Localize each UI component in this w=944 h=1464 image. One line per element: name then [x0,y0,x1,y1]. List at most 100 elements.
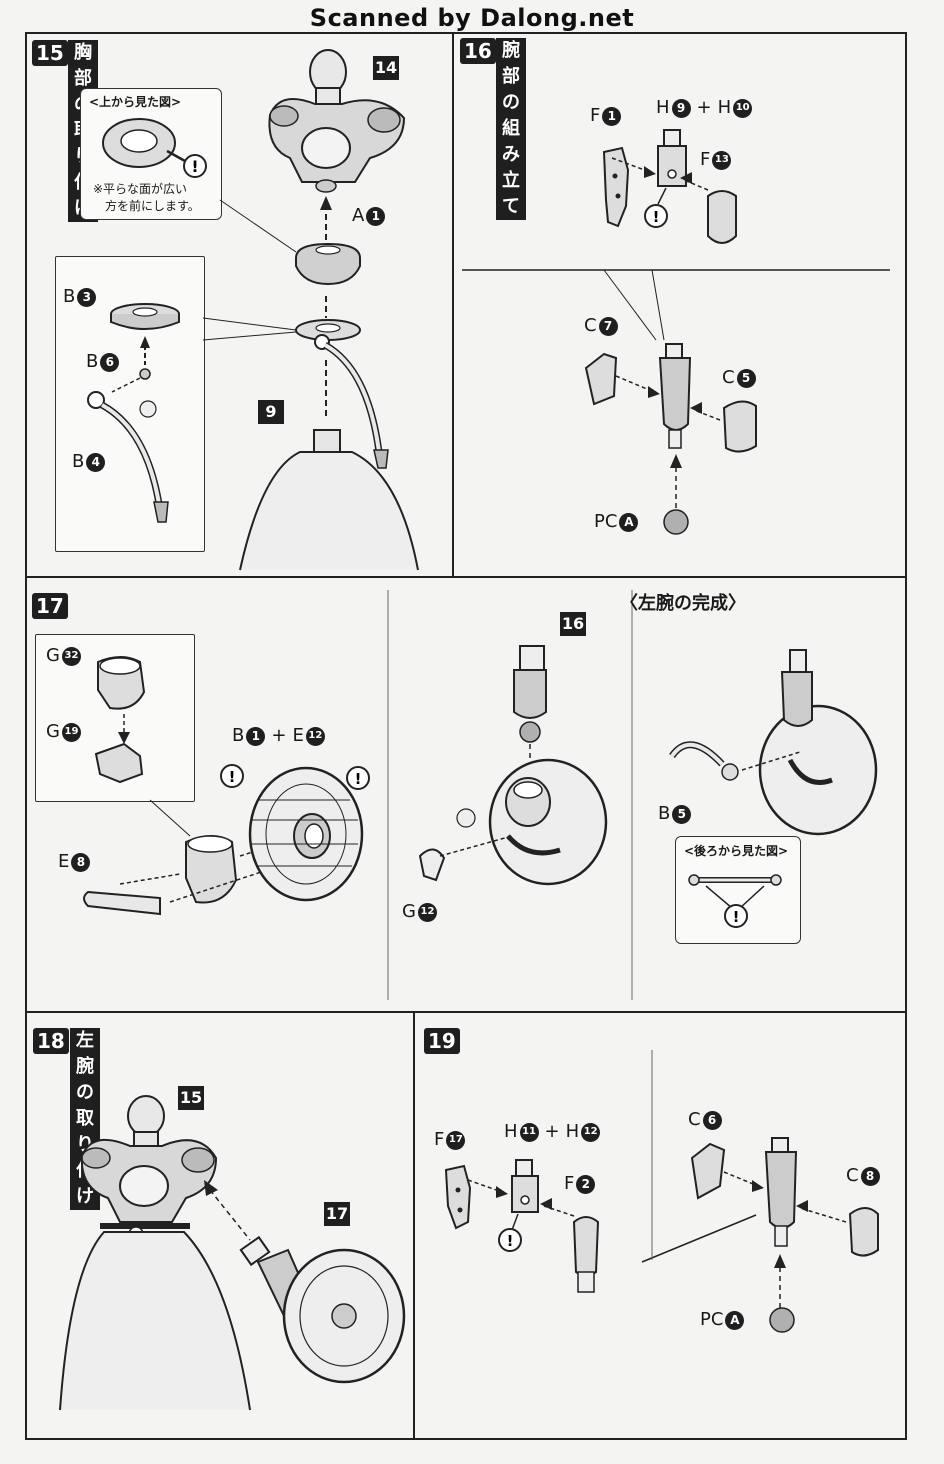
callout-title: <上から見た図> [89,95,182,109]
part-letter: F [590,105,601,126]
part-c6-label: C 6 [688,1110,722,1130]
part-h9-h10-label: H 9 + H 10 [656,97,753,118]
instruction-sheet-frame [25,32,907,1440]
ref-15-badge: 15 [178,1086,204,1110]
part-letter: H [565,1121,580,1142]
part-f1-label: F 1 [590,105,622,126]
part-g12-label: G 12 [402,902,437,922]
part-letter: F [700,149,711,170]
part-letter: H [717,97,732,118]
part-number: A [725,1310,745,1330]
part-number: 2 [576,1174,596,1194]
part-b4-label: B 4 [72,451,106,472]
part-letter: G [402,901,416,922]
part-number: 1 [602,106,622,126]
part-letter: PC [700,1309,724,1330]
part-pc-a-label: PC A [700,1309,745,1330]
step-number: 16 [460,38,496,64]
step-number: 17 [32,593,68,619]
part-pc-a-label: PC A [594,511,639,532]
part-number: A [619,512,639,532]
part-c7-label: C 7 [584,316,618,336]
part-letter: E [58,851,70,872]
top-view-callout: <上から見た図> ! ※平らな面が広い 方を前にします。 [80,88,222,220]
part-letter: B [86,351,99,372]
watermark: Scanned by Dalong.net [309,4,635,32]
part-g32-label: G 32 [46,646,81,666]
ref-15-label: 15 [178,1086,204,1110]
part-number: 13 [712,150,732,170]
part-f2-label: F 2 [564,1173,596,1194]
part-letter: E [292,725,304,746]
step-number: 18 [33,1028,69,1054]
part-letter: A [352,205,365,226]
svg-text:!: ! [507,1232,514,1250]
part-letter: PC [594,511,618,532]
plus-sign: + [271,725,287,746]
part-b3-label: B 3 [63,286,97,307]
part-letter: H [504,1121,518,1142]
part-b1-e12-label: B 1 + E 12 [232,726,325,746]
part-c5-label: C 5 [722,368,756,388]
ref-16-label: 16 [560,612,586,636]
part-letter: C [688,1109,701,1130]
part-number: 10 [733,98,753,118]
part-letter: C [846,1165,859,1186]
part-letter: G [46,645,60,666]
ref-9-label: 9 [258,400,284,424]
part-f13-label: F 13 [700,149,732,170]
ref-9-badge: 9 [258,400,284,424]
part-number: 1 [366,206,386,226]
part-a1-label: A 1 [352,205,386,226]
ref-17-badge: 17 [324,1202,350,1226]
part-number: 6 [100,352,120,372]
part-number: 4 [86,452,106,472]
part-number: 7 [598,316,618,336]
part-number: 32 [61,646,81,666]
ref-17-label: 17 [324,1202,350,1226]
part-number: 12 [305,726,325,746]
svg-text:!: ! [229,768,236,786]
part-letter: B [72,451,85,472]
part-e8-label: E 8 [58,851,91,872]
part-f17-label: F 17 [434,1129,466,1150]
top-view-drawing: ! [102,118,207,178]
svg-text:!: ! [355,770,362,788]
part-letter: H [656,97,670,118]
part-g19-label: G 19 [46,722,81,742]
plus-sign: + [544,1121,560,1142]
plus-sign: + [696,97,712,118]
part-number: 12 [581,1122,601,1142]
callout-note-2: 方を前にします。 [105,199,200,213]
part-letter: F [434,1129,445,1150]
part-number: 5 [672,804,692,824]
part-number: 5 [736,368,756,388]
step-title: 腕部の組み立て [496,38,526,220]
part-b6-label: B 6 [86,351,120,372]
part-letter: F [564,1173,575,1194]
part-number: 17 [446,1130,466,1150]
part-b5-label: B 5 [658,804,692,824]
svg-text:!: ! [191,157,198,176]
step-number: 15 [32,40,68,66]
completed-title: 〈左腕の完成〉 [620,593,746,614]
part-letter: C [584,315,597,336]
ref-16-badge: 16 [560,612,586,636]
part-c8-label: C 8 [846,1166,880,1186]
svg-text:!: ! [653,208,660,226]
part-number: 8 [860,1166,880,1186]
part-number: 1 [246,726,266,746]
svg-text:!: ! [733,908,740,926]
part-number: 12 [417,902,437,922]
part-letter: B [63,286,76,307]
part-letter: C [722,367,735,388]
callout-note-1: ※平らな面が広い [93,182,188,196]
part-number: 11 [519,1122,539,1142]
step-number: 19 [424,1028,460,1054]
part-number: 3 [77,287,97,307]
part-number: 6 [702,1110,722,1130]
